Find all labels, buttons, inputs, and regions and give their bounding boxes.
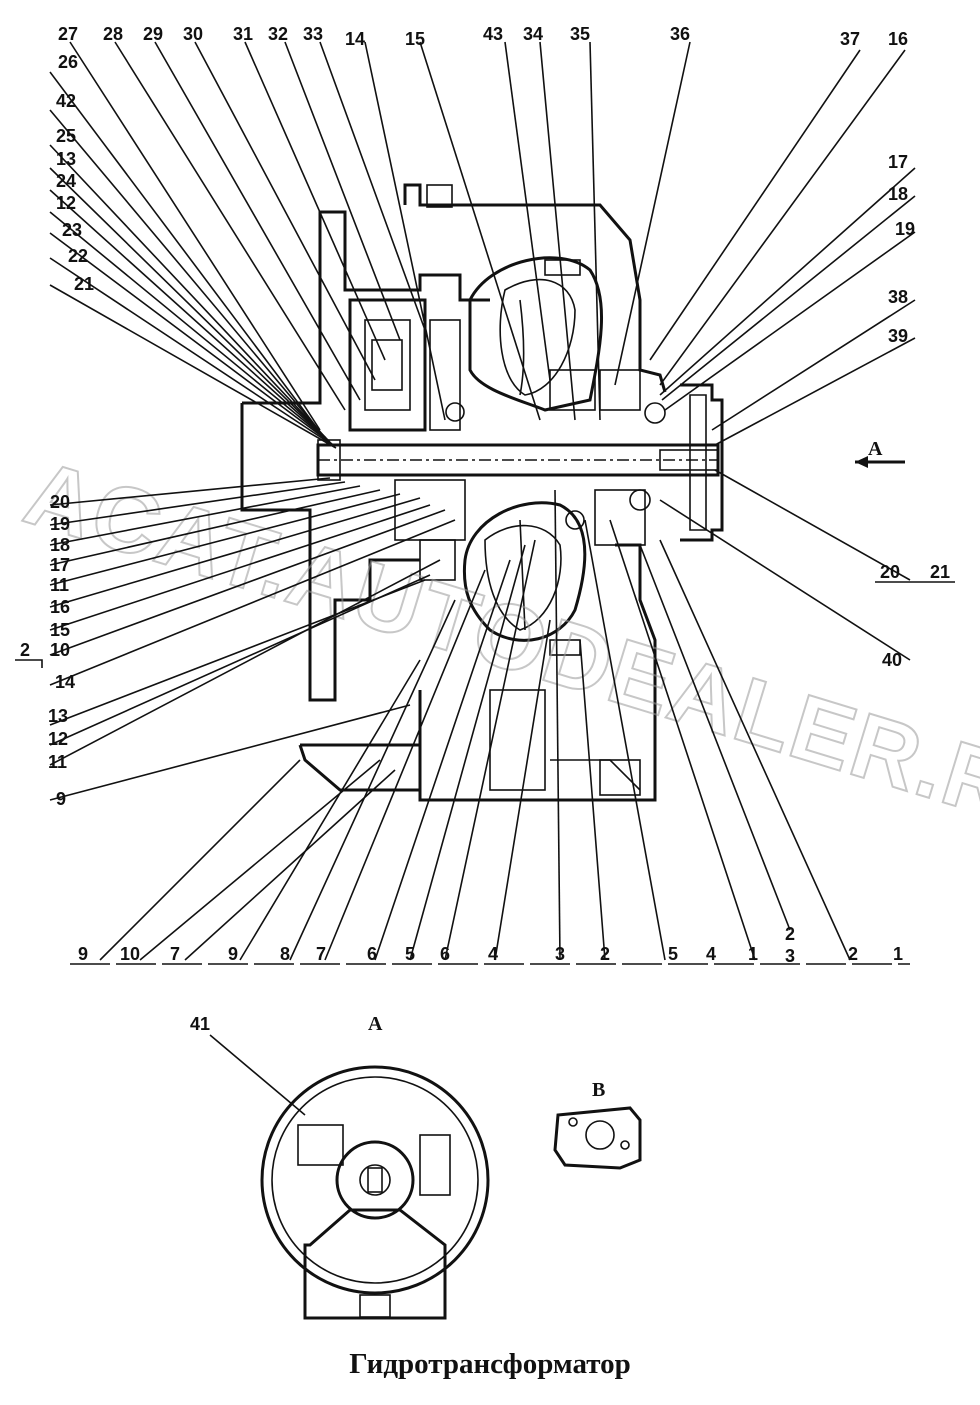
callout-label: 19 <box>50 514 70 534</box>
callout-label: 4 <box>488 944 498 964</box>
callout-label: 2 <box>848 944 858 964</box>
breather-plug <box>426 184 453 208</box>
watermark-text: ACAT.AUTODEALER.RU <box>14 442 980 860</box>
callout-label: 19 <box>895 219 915 239</box>
callout-label: 17 <box>50 555 70 575</box>
callout-label: 12 <box>48 729 68 749</box>
callout-label: 40 <box>882 650 902 670</box>
callout-label: 9 <box>228 944 238 964</box>
callout-label: 37 <box>840 29 860 49</box>
view-b-drawing: B <box>553 1079 642 1170</box>
callout-label: 11 <box>48 752 67 772</box>
callout-label: 9 <box>78 944 88 964</box>
main-section-drawing <box>240 183 724 802</box>
arrow-head-icon <box>855 456 868 468</box>
callout-label: 18 <box>888 184 908 204</box>
leader-lines <box>49 41 916 961</box>
callout-label: 32 <box>268 24 288 44</box>
callout-label: 35 <box>570 24 590 44</box>
callout-label: 5 <box>668 944 678 964</box>
callout-label: 3 <box>785 946 795 966</box>
callout-label: 21 <box>930 562 950 582</box>
callouts-right: 17 18 19 38 39 20 21 40 <box>875 152 955 670</box>
callout-label: 15 <box>405 29 425 49</box>
callout-label: 1 <box>748 944 758 964</box>
callout-label: 4 <box>706 944 716 964</box>
callout-label: 33 <box>303 24 323 44</box>
callout-label: 28 <box>103 24 123 44</box>
callout-label: 43 <box>483 24 503 44</box>
callout-label: 20 <box>880 562 900 582</box>
callout-label: 2 <box>600 944 610 964</box>
callout-label: 41 <box>190 1014 210 1034</box>
callout-label: 9 <box>56 789 66 809</box>
view-b-label: B <box>592 1079 605 1101</box>
callout-label: 7 <box>170 944 180 964</box>
callouts-left: 26 42 25 13 24 12 23 22 21 <box>56 52 94 294</box>
callout-label: 14 <box>345 29 365 49</box>
view-a-label: A <box>368 1013 383 1035</box>
flange-bolt <box>659 449 719 471</box>
callout-label: 39 <box>888 326 908 346</box>
callout-label: 22 <box>68 246 88 266</box>
callout-label: 14 <box>55 672 75 692</box>
callout-label: 6 <box>367 944 377 964</box>
callout-label: 1 <box>893 944 903 964</box>
callout-label: 10 <box>50 640 70 660</box>
callout-label: 36 <box>670 24 690 44</box>
callout-label: 29 <box>143 24 163 44</box>
figure-caption: Гидротрансформатор <box>349 1348 631 1380</box>
callout-label: 27 <box>58 24 78 44</box>
callout-label: 2 <box>785 924 795 944</box>
callout-label: 8 <box>280 944 290 964</box>
callout-label: 17 <box>888 152 908 172</box>
callout-label: 24 <box>56 171 76 191</box>
callout-label: 12 <box>56 193 76 213</box>
callout-label: 10 <box>120 944 140 964</box>
callout-label: 20 <box>50 492 70 512</box>
callout-label: 7 <box>316 944 326 964</box>
callout-label: 30 <box>183 24 203 44</box>
callout-label: 31 <box>233 24 253 44</box>
callouts-bottom: 9 10 7 9 8 7 6 5 6 4 3 2 5 4 1 2 3 2 1 <box>70 924 910 966</box>
callout-label: 3 <box>555 944 565 964</box>
callout-label: 23 <box>62 220 82 240</box>
callout-label: 13 <box>48 706 68 726</box>
callout-label: 21 <box>74 274 94 294</box>
view-a-arrow-label: A <box>868 438 883 460</box>
callout-label: 16 <box>50 597 70 617</box>
callout-label: 11 <box>50 575 69 595</box>
callout-label: 34 <box>523 24 543 44</box>
callout-label: 5 <box>405 944 415 964</box>
callout-label: 13 <box>56 149 76 169</box>
callout-label: 42 <box>56 91 76 111</box>
callout-label: 15 <box>50 620 70 640</box>
callout-label: 6 <box>440 944 450 964</box>
callout-label: 2 <box>20 640 30 660</box>
callouts-lower-left: 20 19 18 17 11 16 15 2 10 14 13 12 11 9 <box>15 492 75 809</box>
callout-label: 18 <box>50 535 70 555</box>
callout-label: 16 <box>888 29 908 49</box>
callouts-top: 27 28 29 30 31 32 33 14 15 43 34 35 36 3… <box>58 24 908 49</box>
view-a-drawing: A 41 <box>190 1013 490 1320</box>
callout-label: 25 <box>56 126 76 146</box>
callout-label: 38 <box>888 287 908 307</box>
view-a-indicator: A <box>855 438 905 468</box>
callout-label: 26 <box>58 52 78 72</box>
